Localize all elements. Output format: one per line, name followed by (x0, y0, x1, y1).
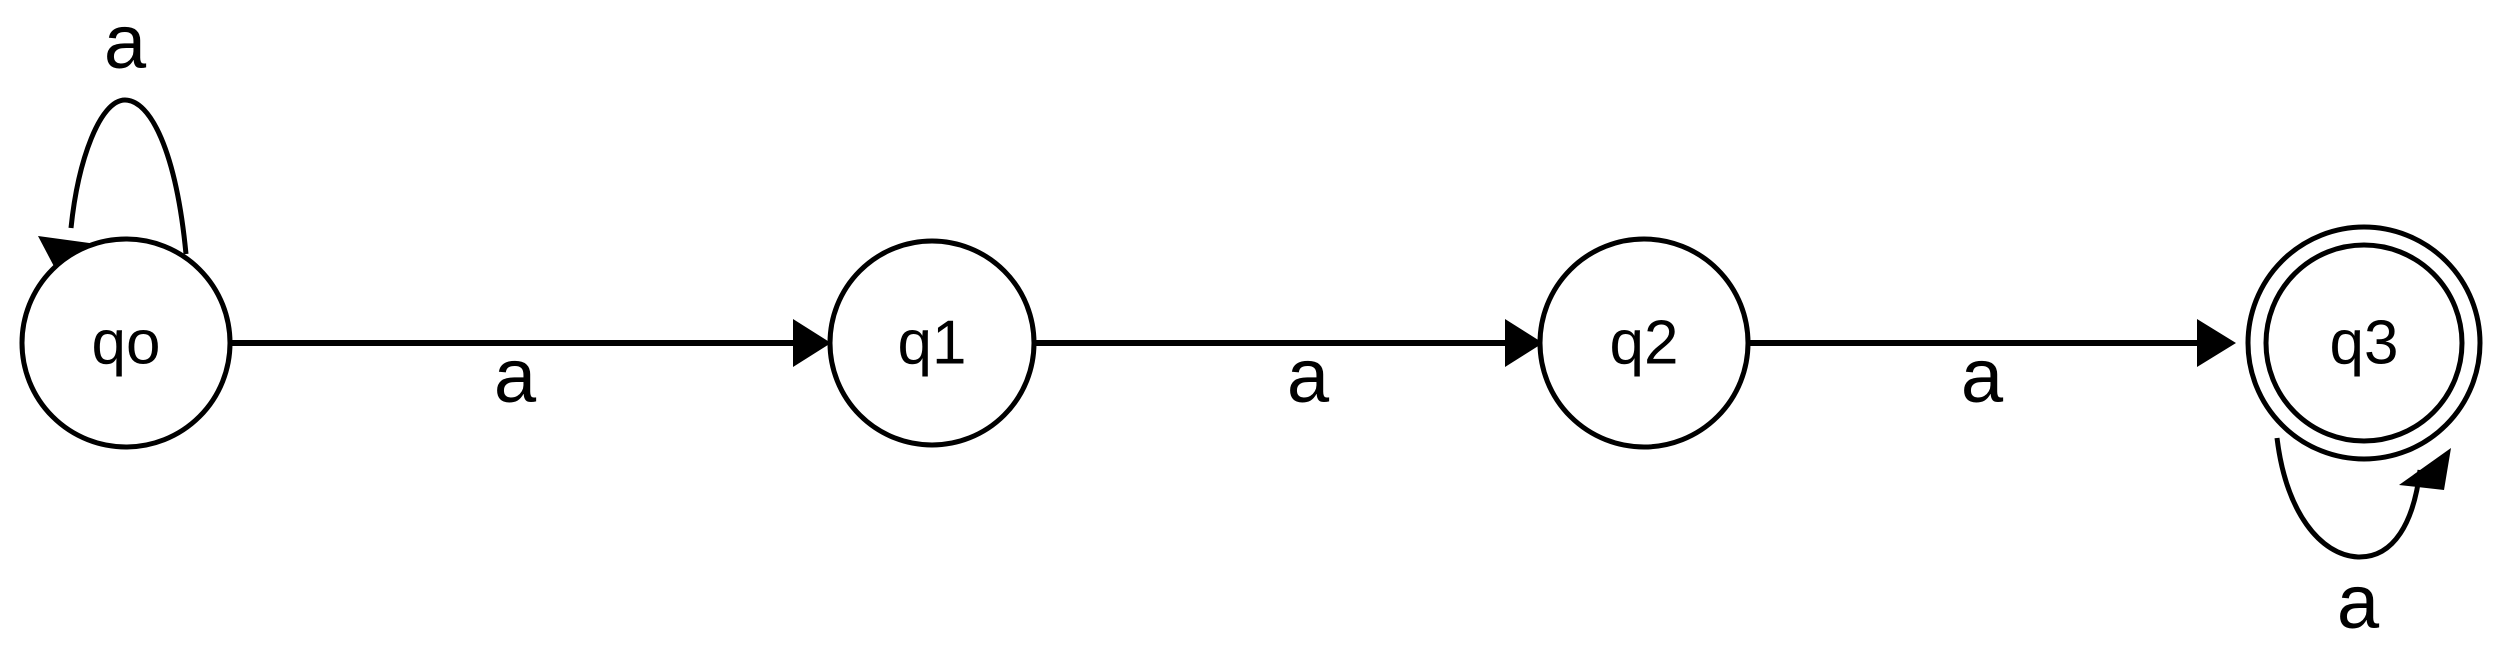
self-loop-q3[interactable]: a (2274, 437, 2451, 645)
state-node-q2[interactable]: q2 (1537, 236, 1751, 450)
state-q2-label: q2 (1610, 308, 1679, 377)
self-loop-q0-path (68, 97, 189, 255)
edge-q0-q1-label: a (494, 334, 537, 419)
state-q3-label: q3 (2330, 308, 2399, 377)
state-q1-circle (827, 238, 1037, 448)
edge-q1-q2[interactable]: a (1034, 319, 1543, 419)
edge-q1-q2-arrowhead (1505, 319, 1543, 367)
state-q0-label: qo (92, 308, 161, 377)
state-q0-circle (19, 236, 233, 450)
edge-q0-q1-arrowhead (793, 319, 831, 367)
state-q3-inner-circle (2263, 242, 2465, 444)
self-loop-q3-label: a (2337, 560, 2380, 645)
state-node-q0[interactable]: qo (19, 236, 233, 450)
edge-q2-q3-label: a (1961, 334, 2004, 419)
edge-q1-q2-label: a (1287, 334, 1330, 419)
state-node-q3[interactable]: q3 (2245, 224, 2483, 462)
edge-q2-q3-arrowhead (2197, 319, 2236, 367)
self-loop-q3-arrowhead (2399, 448, 2451, 490)
state-node-q1[interactable]: q1 (827, 238, 1037, 448)
edge-q0-q1[interactable]: a (230, 319, 831, 419)
edge-q2-q3[interactable]: a (1748, 319, 2236, 419)
self-loop-q0-label: a (104, 0, 147, 85)
state-q2-circle (1537, 236, 1751, 450)
self-loop-q3-path (2274, 437, 2423, 560)
state-q1-label: q1 (898, 308, 967, 377)
